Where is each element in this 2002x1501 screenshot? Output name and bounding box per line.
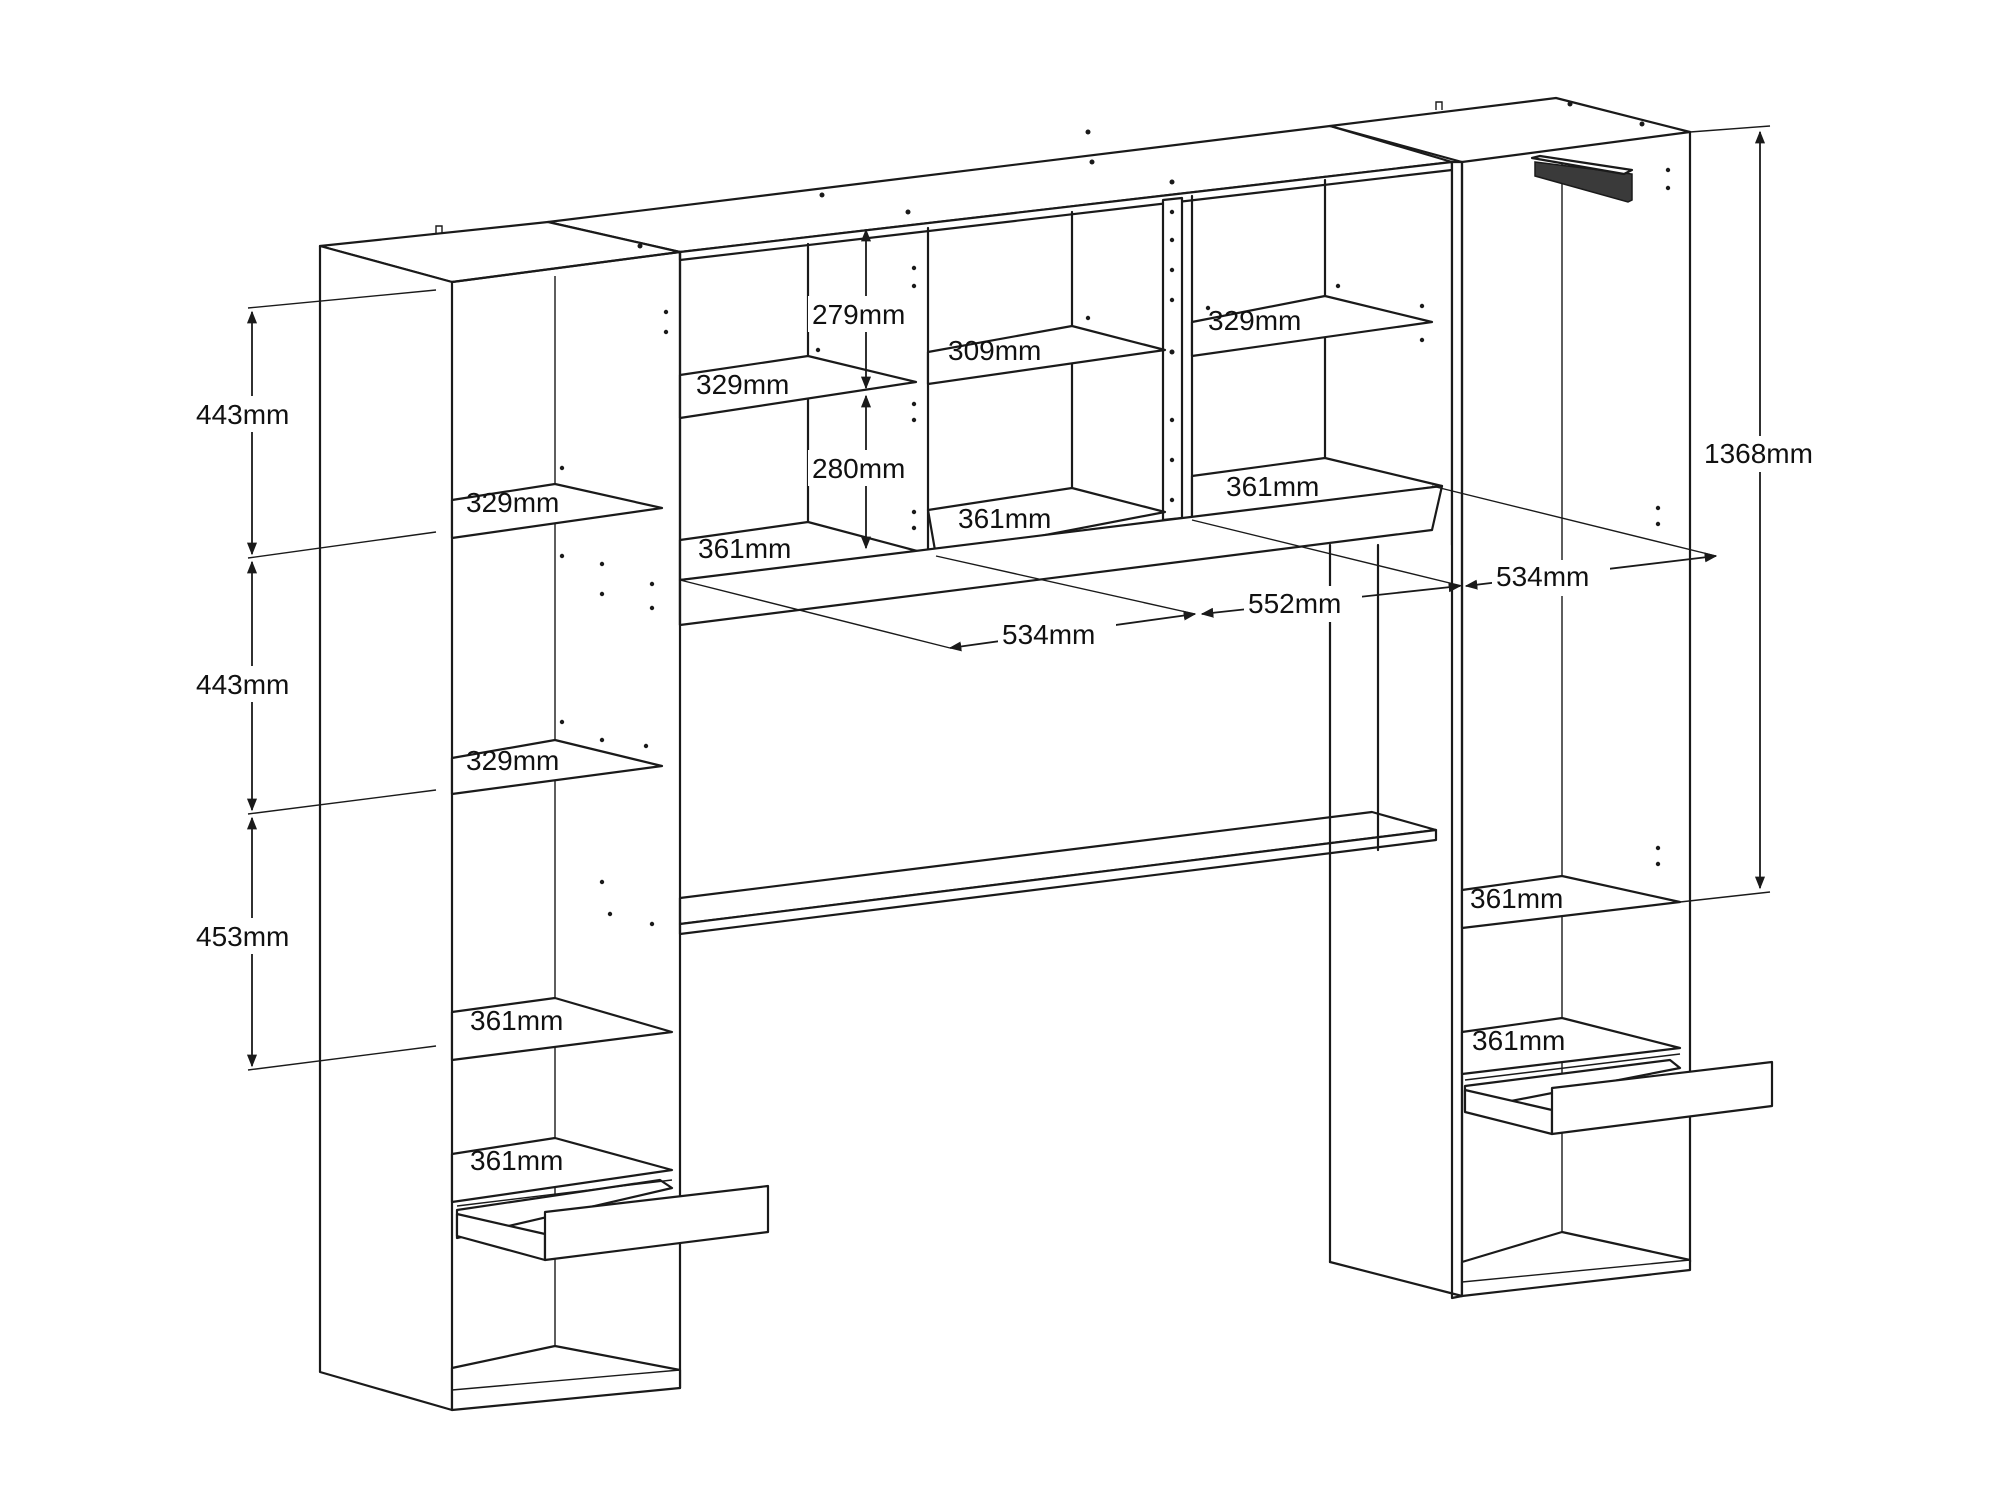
assembly-holes — [559, 167, 1671, 927]
right-column-side — [1450, 160, 1464, 1300]
label-361-left-shelf-3: 361mm — [470, 1005, 563, 1036]
label-534-right: 534mm — [1496, 561, 1589, 592]
hanging-rail-top — [1530, 154, 1634, 176]
label-329-upper-right: 329mm — [1208, 305, 1301, 336]
shelf-lower-center — [926, 486, 1167, 558]
desk-front — [678, 828, 1438, 936]
left-shelf-1 — [450, 482, 664, 540]
right-drawer-front — [1550, 1060, 1774, 1136]
label-329-left-shelf-2: 329mm — [466, 745, 559, 776]
label-279: 279mm — [812, 299, 905, 330]
label-443-top: 443mm — [196, 399, 289, 430]
label-309-upper-center: 309mm — [948, 335, 1041, 366]
top-pegs — [435, 101, 1645, 249]
label-361-right-shelf-2: 361mm — [1472, 1025, 1565, 1056]
label-552: 552mm — [1248, 588, 1341, 619]
dimension-labels: 443mm 443mm 453mm 1368mm 279mm 280mm 329… — [188, 296, 1830, 1176]
left-column-side — [318, 244, 454, 1412]
label-361-right-shelf-1: 361mm — [1470, 883, 1563, 914]
label-1368: 1368mm — [1704, 438, 1813, 469]
label-361-lower-left: 361mm — [698, 533, 791, 564]
label-280: 280mm — [812, 453, 905, 484]
bridge-top-panel — [546, 124, 1454, 254]
label-443-mid: 443mm — [196, 669, 289, 700]
shelf-upper-right — [1190, 294, 1434, 358]
label-361-lower-center: 361mm — [958, 503, 1051, 534]
label-361-lower-right: 361mm — [1226, 471, 1319, 502]
right-shelf-2 — [1460, 1016, 1682, 1076]
label-329-left-shelf-1: 329mm — [466, 487, 559, 518]
left-shelf-4 — [450, 1136, 674, 1204]
left-shelf-2 — [450, 738, 664, 796]
label-361-left-shelf-4: 361mm — [470, 1145, 563, 1176]
right-column-unit — [1328, 96, 1774, 1300]
label-534-bottom: 534mm — [1002, 619, 1095, 650]
center-divider-panel — [1161, 196, 1184, 522]
left-column-bottom — [450, 1344, 682, 1412]
right-column-bottom — [1460, 1230, 1692, 1298]
upper-bridge-shelves — [678, 294, 1434, 420]
label-329-upper-left: 329mm — [696, 369, 789, 400]
left-shelf-3 — [450, 996, 674, 1062]
label-453: 453mm — [196, 921, 289, 952]
left-column-unit — [318, 220, 770, 1412]
shelf-upper-center — [926, 324, 1167, 386]
desk-top — [678, 810, 1438, 926]
